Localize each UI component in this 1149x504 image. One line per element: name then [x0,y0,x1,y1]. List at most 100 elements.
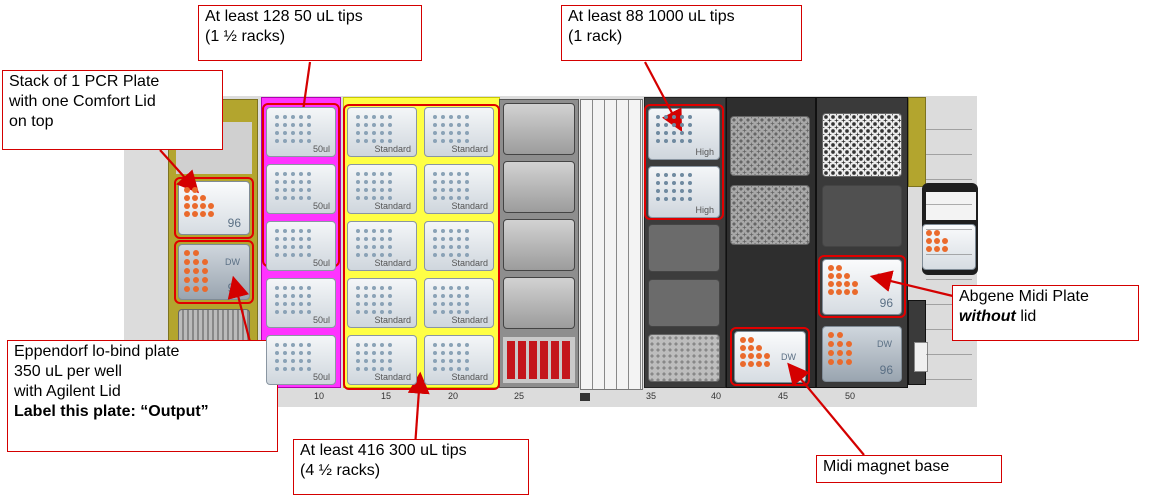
tip-dot [372,237,376,241]
tip-rack-50ul[interactable]: 50ul [266,335,336,385]
tip-dot [380,351,384,355]
tip-dot [307,302,311,306]
tip-dot [291,367,295,371]
tip-dot [388,172,392,176]
tip-dot [465,343,469,347]
tip-rack-300ul[interactable]: Standard [424,335,494,385]
tip-rack-300ul[interactable]: Standard [424,107,494,157]
tip-rack-300ul[interactable]: Standard [347,221,417,271]
well-dot [764,361,770,367]
well-dot [934,246,940,252]
tip-dot [433,367,437,371]
plate-grid-1[interactable] [822,113,902,177]
tip-dot [433,294,437,298]
tip-dot [356,123,360,127]
tip-rack-50ul[interactable]: 50ul [266,278,336,328]
strip-carrier[interactable] [580,99,643,390]
tip-dot [307,343,311,347]
well-dot [184,286,190,292]
tip-dot [680,173,684,177]
tip-rack-label: Standard [374,201,411,211]
tip-rack-300ul[interactable]: Standard [424,221,494,271]
plate-slot-2[interactable] [822,185,902,247]
tip-dot [672,173,676,177]
tip-rack-300ul[interactable]: Standard [424,164,494,214]
tip-dot [380,180,384,184]
tick-label: 20 [448,391,459,401]
tip-dot [664,181,668,185]
tip-rack-300ul[interactable]: Standard [424,278,494,328]
tip-rack-300ul[interactable]: Standard [347,164,417,214]
lid-plate[interactable] [178,309,250,345]
tip-dot [441,131,445,135]
tip-dot [441,310,445,314]
tip-dot [465,180,469,184]
tip-rack-50ul[interactable]: 50ul [266,221,336,271]
carrier-slot[interactable] [503,277,575,329]
tip-dot [364,123,368,127]
empty-slot[interactable] [648,279,720,327]
tip-dot [457,253,461,257]
tip-rack-300ul[interactable]: Standard [347,335,417,385]
tip-dot [465,172,469,176]
dw-plate[interactable]: DW 96 [822,326,902,382]
tip-dot [380,131,384,135]
tip-dot [656,139,660,143]
tip-dot [364,302,368,306]
well-dot [828,265,834,271]
carrier-slot[interactable] [503,219,575,271]
reagent-trough[interactable] [529,341,537,379]
well-dot [200,203,206,209]
well-dot [740,345,746,351]
tip-dot [457,302,461,306]
tip-rack-300ul[interactable]: Standard [347,278,417,328]
well-dot [740,361,746,367]
tick-label: 25 [514,391,525,401]
tip-dot [275,131,279,135]
tip-rack-300ul[interactable]: Standard [347,107,417,157]
tip-rack-50ul[interactable]: 50ul [266,107,336,157]
tip-dot [465,229,469,233]
side-module[interactable] [908,97,926,187]
reagent-trough[interactable] [518,341,526,379]
reagent-trough[interactable] [507,341,515,379]
tip-dot [307,294,311,298]
tip-rack-1000ul-1[interactable]: High [648,108,720,160]
tip-dot [380,253,384,257]
carrier-slot[interactable] [503,103,575,155]
tip-dot [291,343,295,347]
tip-dot [275,343,279,347]
tip-dot [388,139,392,143]
tip-dot [283,343,287,347]
tip-dot [364,343,368,347]
tip-dot [664,197,668,201]
tip-dot [356,188,360,192]
reagent-trough[interactable] [562,341,570,379]
tip-dot [465,139,469,143]
pcr-plate[interactable]: 96 [178,181,250,235]
carrier-slot[interactable] [503,161,575,213]
tip-dot [291,351,295,355]
tip-dot [275,237,279,241]
well-dot [748,345,754,351]
reagent-trough[interactable] [551,341,559,379]
tip-dot [283,196,287,200]
tip-dot [307,131,311,135]
well-dot [844,289,850,295]
tip-dot [356,286,360,290]
tip-dot [356,131,360,135]
empty-slot[interactable] [648,224,720,272]
reagent-trough[interactable] [540,341,548,379]
tip-rack-1000ul-2[interactable]: High [648,166,720,218]
tip-dot [449,343,453,347]
tip-dot [656,181,660,185]
tip-dot [291,294,295,298]
grid-plate[interactable] [648,334,720,382]
tip-rack-50ul[interactable]: 50ul [266,164,336,214]
deepwell-plate-2[interactable] [730,185,810,245]
deepwell-plate-1[interactable] [730,116,810,176]
well-dot [192,211,198,217]
tip-dot [433,123,437,127]
tip-dot [275,351,279,355]
tip-dot [465,359,469,363]
